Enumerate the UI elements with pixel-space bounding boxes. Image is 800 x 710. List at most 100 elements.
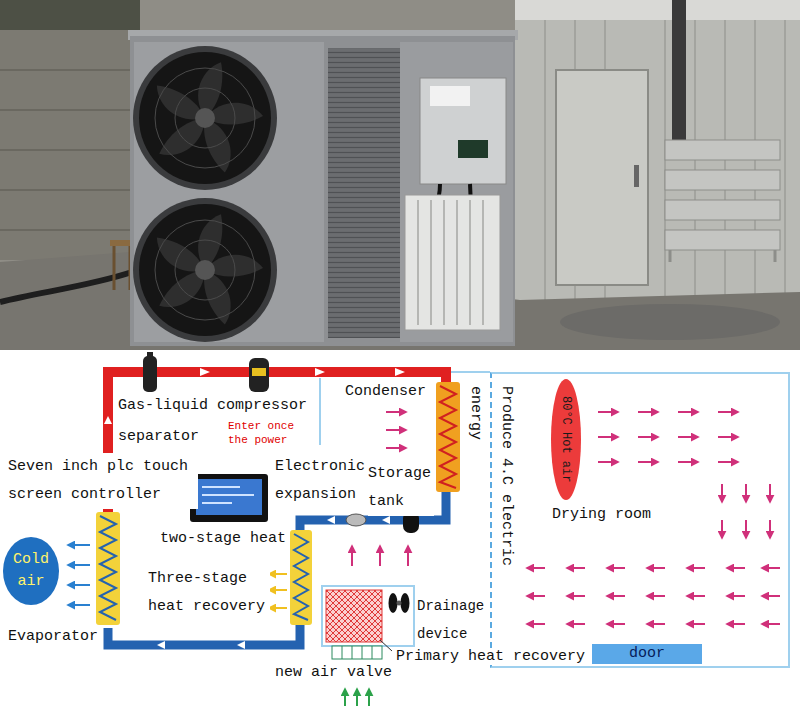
air-arrow [721,520,723,538]
wall-lines [0,70,140,230]
air-valve [332,646,382,659]
unit-body [130,36,515,346]
condenser-coil [440,386,456,488]
air-arrow [407,546,409,566]
air-arrow [745,520,747,538]
heat-recovery-box [322,586,414,646]
heat-recovery-coil [290,530,312,625]
touch-screen [196,479,262,515]
air-arrow [727,567,745,569]
air-arrow [567,623,585,625]
air-arrow [687,595,705,597]
chimney-pipe [672,0,686,140]
air-label: 80°C Hot air [559,396,573,482]
air-arrow [762,595,780,597]
bench-legs [114,246,130,290]
heat-exchanger-core [326,590,382,642]
touch-screen [202,487,254,503]
flow-arrow [104,416,112,424]
drain-fan [401,593,410,613]
air-arrow [598,461,618,463]
tray-legs [670,250,775,262]
part-label: Seven inch plc touch screen controller [8,453,198,509]
air-arrow [762,623,780,625]
drying-room-wall [515,20,800,305]
cold-air-arrow [68,544,90,546]
fan-guard [155,220,255,320]
flow-arrow [327,516,335,524]
air-arrow [678,436,698,438]
cold-air-ellipse: Cold air [2,536,60,606]
tray [665,200,780,220]
tray [665,140,780,160]
air-arrow [678,461,698,463]
air-valve [342,646,372,659]
part-label: Produce 4.C electric [497,386,515,566]
touch-screen [190,474,268,522]
flow-arrow [200,368,210,376]
air-arrow [567,595,585,597]
flow-arrow [315,368,325,376]
air-arrow [718,411,738,413]
air-arrow [745,484,747,502]
air-arrow [638,436,658,438]
photo-background [0,0,800,350]
air-arrow [607,567,625,569]
air-arrow [769,520,771,538]
grille [328,48,400,338]
compressor-symbol [249,358,269,392]
fan-ring [133,198,277,342]
part-label: energy [466,386,484,440]
fan [133,46,277,190]
part-label: new air valve [275,664,392,682]
flow-arrow [395,368,405,376]
air-arrow [598,411,618,413]
part-label: Primary heat recovery [396,649,585,665]
air-arrow [527,595,545,597]
air-arrow [769,484,771,502]
cold-air-arrow [68,564,90,566]
wet-patch [560,304,780,340]
flow-arrow [382,516,390,524]
tray [665,170,780,190]
air-inlet [405,195,500,330]
condenser-coil [436,382,460,492]
air-arrow [647,567,665,569]
ellipse-shape [2,536,60,606]
door-label: door [629,645,665,663]
expansion-valve [346,514,366,526]
part-label: two-stage heat [160,530,286,548]
air-label: Cold air [11,549,51,593]
part-label: Electronic expansion [275,453,367,509]
fresh-air-arrow [356,689,358,706]
part-label: separator [118,428,199,446]
drain-fan [389,593,398,613]
unit-front [134,42,324,342]
fresh-air-arrow [344,689,346,706]
trees [0,0,140,30]
unit-outline [320,372,490,445]
air-arrow [351,546,353,566]
separator-symbol [143,356,157,392]
hose [0,272,132,302]
air-arrow [567,567,585,569]
brick-wall [0,30,140,260]
fresh-air-arrow [368,689,370,706]
drain-fan [397,601,402,606]
separator-symbol [147,352,153,357]
fan-guard [155,68,255,168]
door-bar: door [592,644,702,664]
part-label: Storage tank [368,460,434,516]
fan-hub [195,108,215,128]
air-arrow [718,461,738,463]
room-door [556,70,648,285]
control-plate [430,86,470,106]
fan-hub [195,260,215,280]
ellipse-shape [3,537,59,605]
heat-recovery-coil [294,534,308,620]
wall-panels [545,20,785,305]
door-handle [634,165,639,187]
